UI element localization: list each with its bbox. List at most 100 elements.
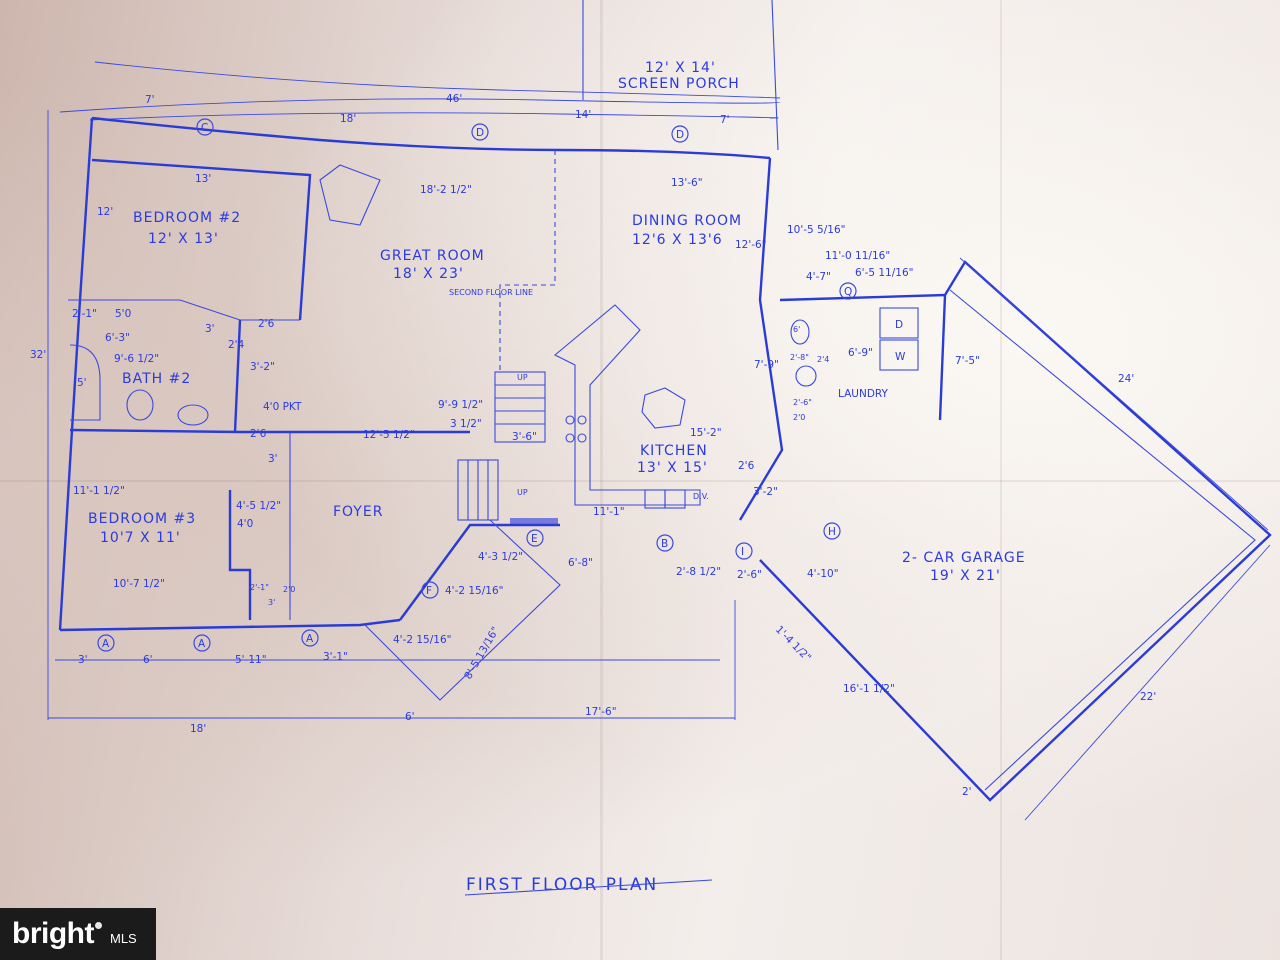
dim-4-0: 4'0 — [237, 518, 253, 530]
dim-7-top: 7' — [145, 94, 155, 106]
dim-2-8: 2'-8" — [790, 353, 809, 362]
dim-2-8-b: 2'-8 1/2" — [676, 566, 721, 578]
dim-2-1: 2'-1" — [72, 308, 97, 320]
dim-10-5: 10'-5 5/16" — [787, 224, 845, 236]
dining-room-label: DINING ROOM — [632, 213, 742, 229]
marker-i: I — [741, 546, 744, 558]
dim-12-left: 12' — [97, 206, 113, 218]
marker-h: H — [828, 526, 836, 538]
bath2-label: BATH #2 — [122, 371, 191, 387]
dim-6-3: 6'-3" — [105, 332, 130, 344]
dim-4-7: 4'-7" — [806, 271, 831, 283]
dim-6-wc: 6' — [793, 325, 800, 334]
wall-right-dining — [738, 157, 784, 521]
dim-5-0: 5'0 — [115, 308, 131, 320]
dim-17-6: 17'-6" — [585, 706, 617, 718]
wall-back — [91, 116, 771, 160]
dim-3-foyer: 3' — [268, 453, 278, 465]
fireplace — [319, 164, 381, 226]
laundry-label: LAUNDRY — [838, 388, 889, 400]
dim-3-6: 3'-6" — [512, 431, 537, 443]
wall-front-left — [59, 618, 401, 632]
bright-mls-logo: bright MLS — [0, 908, 156, 960]
dim-2-6-e: 2'-6" — [737, 569, 762, 581]
dim-line-46 — [59, 98, 781, 113]
sink — [795, 365, 817, 387]
dim-line-porch — [94, 61, 781, 99]
marker-f: F — [426, 585, 432, 597]
dim-15-2: 15'-2" — [690, 427, 722, 439]
bedroom3-size: 10'7 X 11' — [100, 530, 181, 546]
dim-16-1: 16'-1 1/2" — [843, 683, 895, 695]
dim-2-4-a: 2'4 — [228, 339, 245, 351]
dim-18-bottom: 18' — [190, 723, 206, 735]
dim-4-2-a: 4'-2 15/16" — [445, 585, 503, 597]
bedroom2-label: BEDROOM #2 — [133, 210, 241, 226]
marker-b: B — [661, 538, 668, 550]
bedroom2-size: 12' X 13' — [148, 231, 219, 247]
dim-3-2: 3'-2" — [250, 361, 275, 373]
stair-up-note-2: UP — [517, 488, 528, 497]
dim-9-9: 9'-9 1/2" — [438, 399, 483, 411]
wall-bath-bottom — [69, 428, 290, 434]
paper-fold-vertical — [600, 0, 603, 960]
marker-a-2: A — [198, 638, 206, 650]
porch-label: SCREEN PORCH — [618, 76, 740, 92]
dim-2-0-a: 2'0 — [793, 413, 805, 422]
kitchen-counters — [554, 304, 701, 509]
dim-5-11: 5'-11" — [235, 654, 267, 666]
marker-e: E — [531, 533, 538, 545]
dim-7-5: 7'-5" — [955, 355, 980, 367]
dim-11-1: 11'-1" — [593, 506, 625, 518]
wall-garage — [759, 260, 1272, 802]
bedroom3-label: BEDROOM #3 — [88, 511, 196, 527]
washer-note: W — [895, 351, 906, 363]
marker-a-1: A — [102, 638, 110, 650]
dim-1-4: 1'-4 1/2" — [773, 624, 813, 664]
dim-4-2-b: 4'-2 15/16" — [393, 634, 451, 646]
dryer-note: D — [895, 319, 903, 331]
entry-bay — [364, 519, 561, 701]
great-room-label: GREAT ROOM — [380, 248, 485, 264]
dim-22: 22' — [1140, 691, 1156, 703]
dim-7-right: 7' — [720, 114, 730, 126]
dim-line-24 — [959, 257, 1269, 531]
wall-bedroom3-right — [228, 490, 252, 620]
bath-toilet — [126, 389, 154, 421]
garage-label: 2- CAR GARAGE — [902, 550, 1026, 566]
wall-bedroom2 — [91, 158, 312, 321]
dim-10-7: 10'-7 1/2" — [113, 578, 165, 590]
washer-box — [879, 339, 919, 371]
logo-suffix: MLS — [109, 930, 137, 946]
dim-12-5: 12'-5 1/2" — [363, 429, 415, 441]
dim-13-6: 13'-6" — [671, 177, 703, 189]
dim-7-9: 7'-9" — [754, 359, 779, 371]
marker-a-3: A — [306, 633, 314, 645]
dim-3-closet: 3' — [268, 598, 275, 607]
pocket-door-note: 4'0 PKT — [263, 401, 302, 413]
paper-fold-horizontal — [0, 480, 1280, 482]
dim-6-5: 6'-5 11/16" — [855, 267, 913, 279]
title-underline — [464, 879, 713, 896]
dim-2-6-d: 2'6 — [738, 460, 755, 472]
dim-3-2-b: 3'-2" — [753, 486, 778, 498]
dim-line-22 — [1024, 544, 1271, 821]
dim-12-6: 12'-6" — [735, 239, 767, 251]
logo-dot — [94, 921, 102, 929]
dim-9-6: 9'-6 1/2" — [114, 353, 159, 365]
dim-11-1-2: 11'-1 1/2" — [73, 485, 125, 497]
wall-bath-top — [68, 299, 300, 321]
great-room-size: 18' X 23' — [393, 266, 464, 282]
second-floor-line-note: SECOND FLOOR LINE — [449, 288, 533, 297]
dim-2-6-a: 2'6 — [258, 318, 275, 330]
dim-32: 32' — [30, 349, 46, 361]
dim-3-half: 3 1/2" — [450, 418, 482, 430]
dim-18-2: 18'-2 1/2" — [420, 184, 472, 196]
dryer-box — [879, 307, 919, 339]
kitchen-size: 13' X 15' — [637, 460, 708, 476]
dim-2-0-b: 2'0 — [283, 585, 295, 594]
stair-up-note-1: UP — [517, 373, 528, 382]
garage-size: 19' X 21' — [930, 568, 1001, 584]
dim-18-top: 18' — [340, 113, 356, 125]
